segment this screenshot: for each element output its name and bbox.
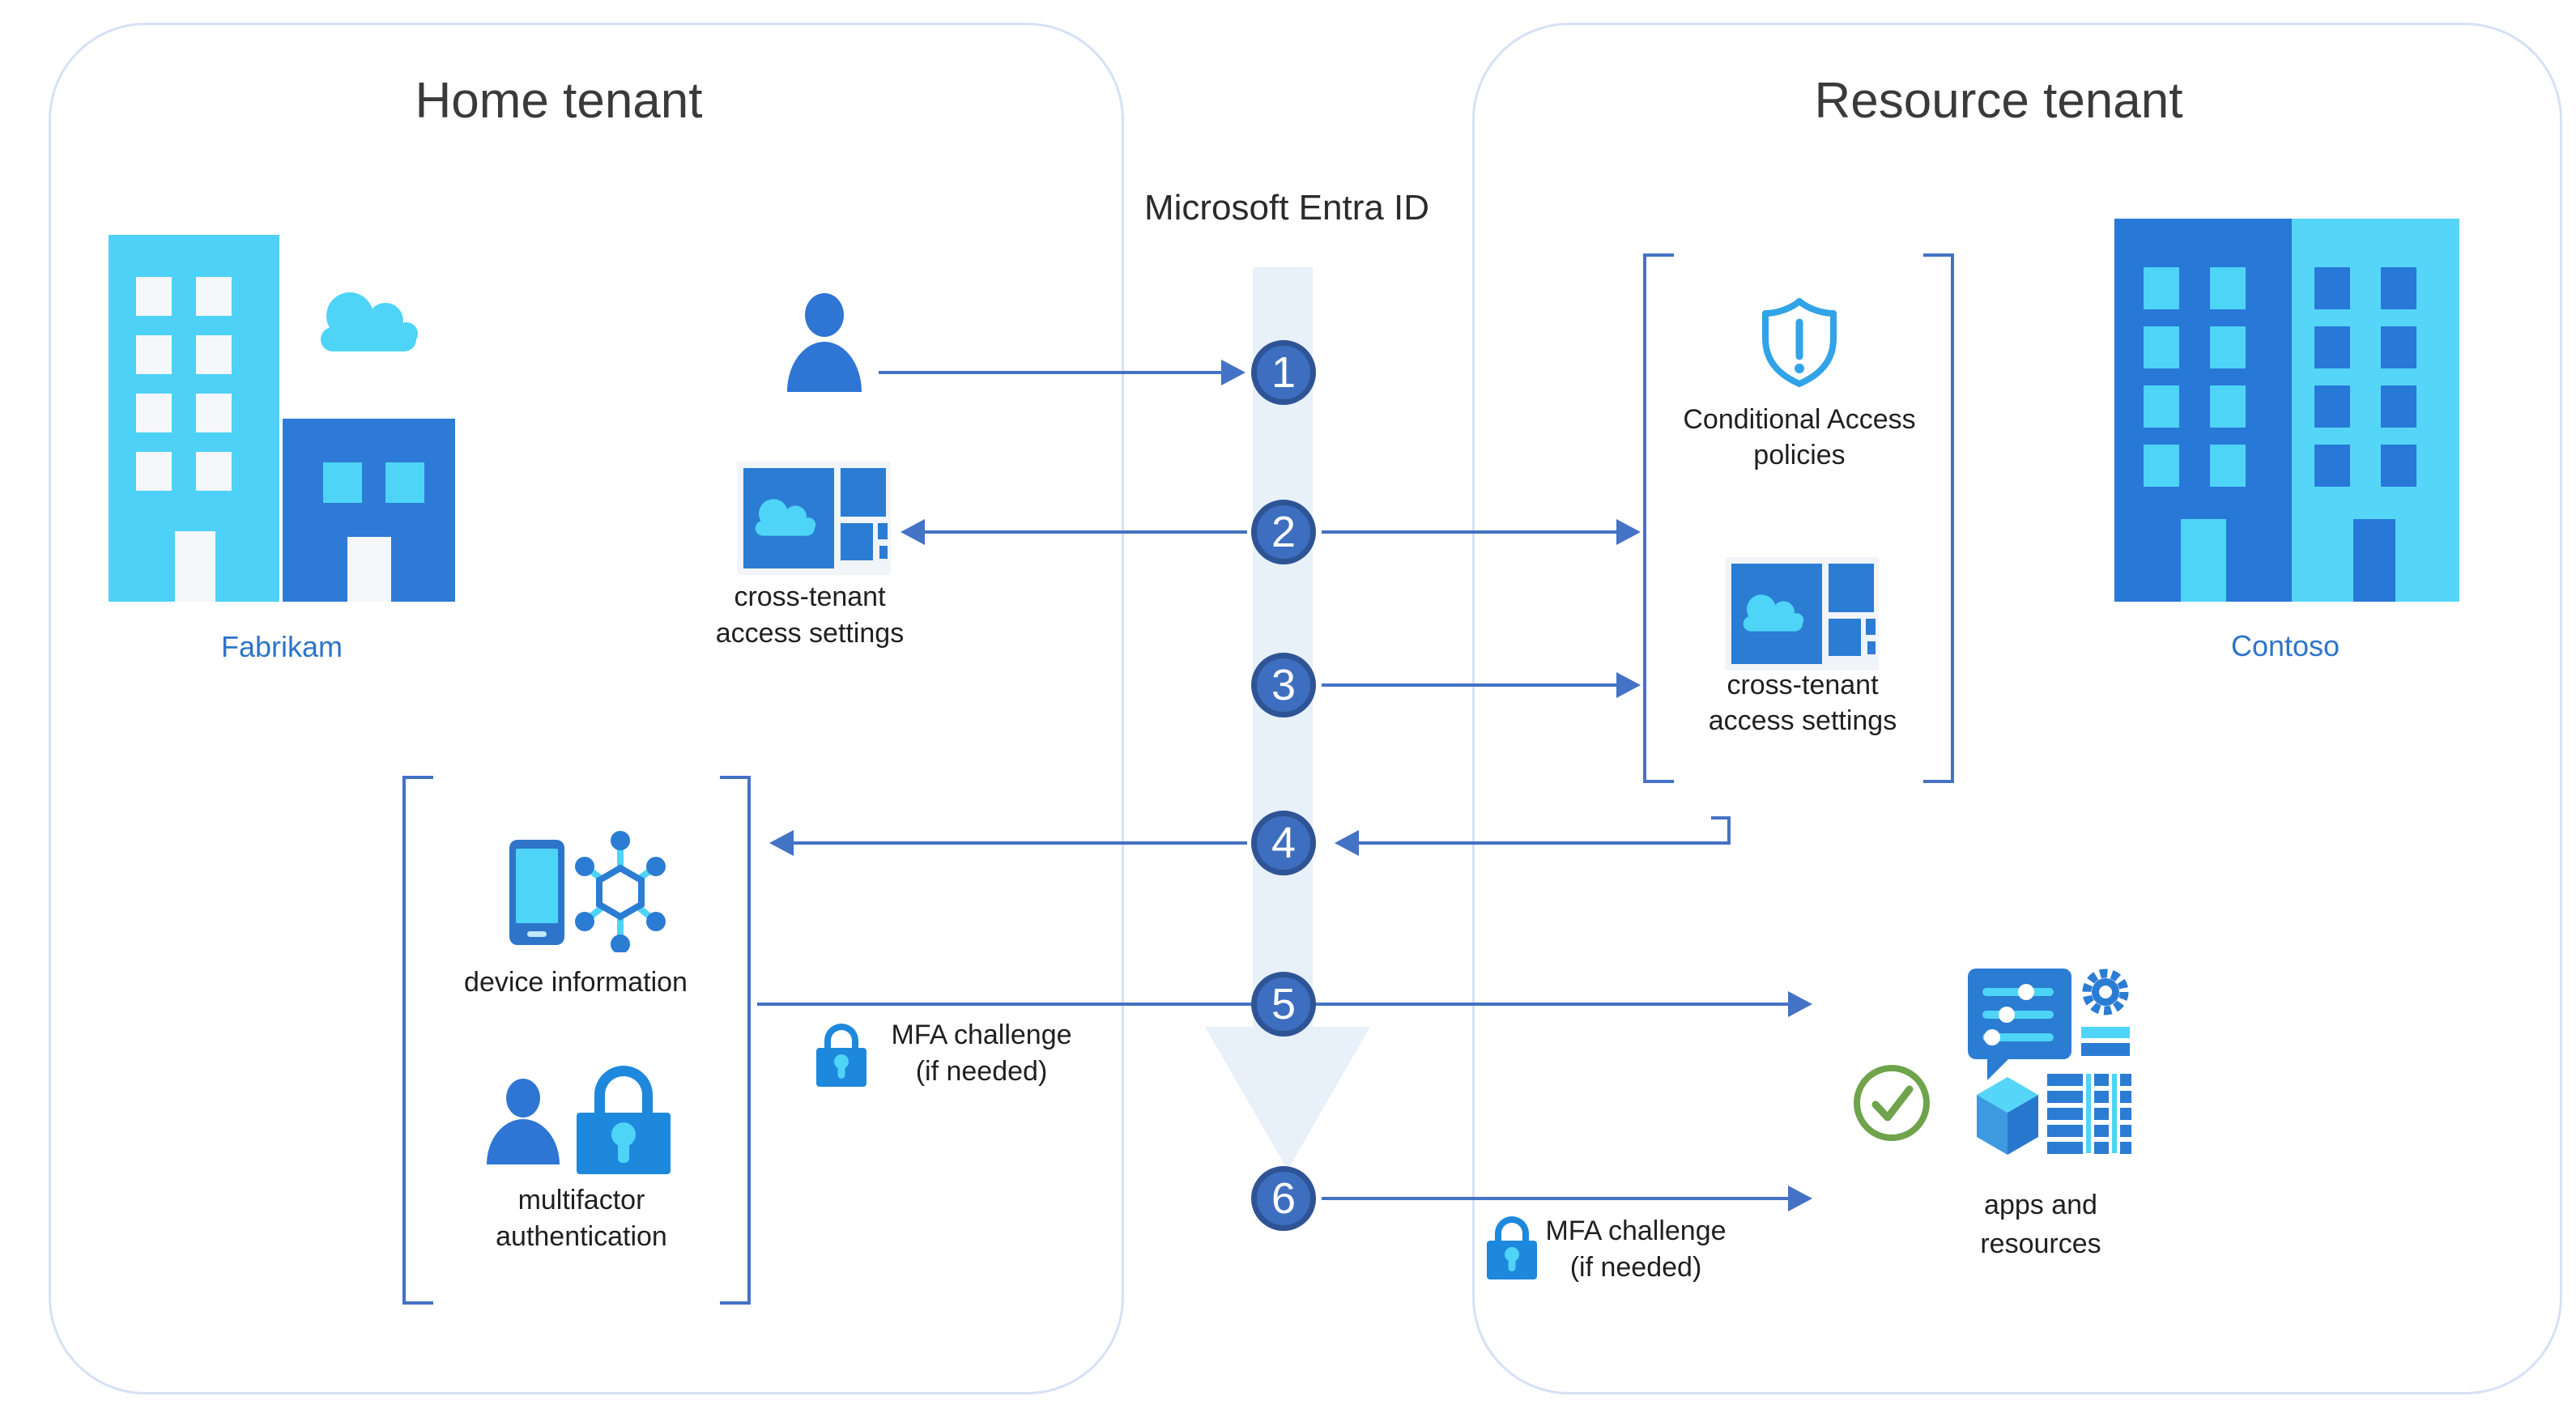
gear-icon (2082, 969, 2129, 1015)
entra-id-band-arrow-icon (1205, 1027, 1370, 1170)
cloud-icon (321, 292, 418, 351)
home-mfa-challenge-label-line1: MFA challenge (891, 1020, 1072, 1050)
conditional-access-shield-icon (1762, 298, 1837, 387)
multifactor-user-icon (487, 1079, 560, 1164)
device-information-label: device information (464, 967, 688, 998)
home-tenant-name: Fabrikam (220, 630, 343, 663)
resource-mfa-lock-icon (1487, 1216, 1537, 1279)
step-circle-1: 1 (1251, 340, 1316, 405)
resource-cross-tenant-label-line1: cross-tenant (1727, 670, 1879, 700)
multifactor-lock-icon (577, 1066, 671, 1174)
arrow-2-right-head-icon (1616, 519, 1641, 545)
fabrikam-small-building-icon (283, 419, 455, 602)
home-mfa-lock-icon (816, 1024, 866, 1087)
arrow-6-head-icon (1788, 1186, 1812, 1211)
resource-tenant-name: Contoso (2230, 629, 2340, 662)
resource-group-bracket-right (1923, 253, 1954, 783)
resource-cross-tenant-label-line2: access settings (1708, 705, 1897, 736)
contoso-building-light-icon (2292, 219, 2459, 602)
apps-resources-label-line1: apps and (1984, 1190, 2097, 1220)
cube-icon (1977, 1077, 2038, 1155)
multifactor-label-line2: authentication (496, 1221, 667, 1252)
arrow-2-right-line (1322, 530, 1616, 534)
step-circle-4: 4 (1251, 811, 1316, 875)
apps-resources-label-line2: resources (1980, 1228, 2101, 1259)
home-group-bracket-left (402, 776, 433, 1305)
resource-cross-tenant-settings-icon (1725, 557, 1879, 671)
resource-mfa-challenge-label-line2: (if needed) (1569, 1252, 1702, 1283)
contoso-building-dark-icon (2114, 219, 2292, 602)
conditional-access-label-line2: policies (1753, 440, 1846, 470)
home-group-bracket-right (720, 776, 751, 1305)
arrow-4-elbow-line (1727, 816, 1731, 845)
arrow-6-line (1322, 1197, 1788, 1200)
arrow-1-line (879, 371, 1221, 374)
resource-group-bracket-left (1643, 253, 1674, 783)
app-settings-bubble-icon (1968, 969, 2071, 1082)
step-circle-3: 3 (1251, 653, 1316, 717)
arrow-3-head-icon (1616, 672, 1641, 698)
resource-table-icon (2047, 1074, 2131, 1154)
user-icon (787, 293, 862, 392)
home-cross-tenant-settings-icon (737, 462, 891, 575)
arrow-4-right-line (1359, 841, 1731, 845)
arrow-2-left-head-icon (901, 519, 925, 545)
success-check-icon (1854, 1065, 1930, 1141)
resource-mfa-challenge-label-line1: MFA challenge (1545, 1216, 1727, 1246)
step-circle-6: 6 (1251, 1166, 1316, 1231)
multifactor-label-line1: multifactor (517, 1185, 645, 1216)
entra-id-label: Microsoft Entra ID (1143, 188, 1430, 228)
home-tenant-title: Home tenant (415, 73, 703, 129)
arrow-3-line (1322, 683, 1616, 687)
home-cross-tenant-label-line2: access settings (715, 618, 905, 649)
phone-icon (509, 840, 564, 945)
arrow-5-head-icon (1788, 991, 1812, 1017)
step-circle-5: 5 (1251, 972, 1316, 1037)
device-network-icon (575, 831, 666, 952)
fabrikam-building-icon (109, 235, 279, 602)
arrow-1-head-icon (1221, 360, 1245, 385)
arrow-4-left-head-icon (769, 830, 794, 856)
arrow-4-elbow-tick (1711, 816, 1731, 820)
home-cross-tenant-label-line1: cross-tenant (734, 581, 886, 612)
arrow-4-mid-head-icon (1335, 830, 1359, 856)
step-circle-2: 2 (1251, 500, 1316, 564)
arrow-2-left-line (925, 530, 1247, 534)
arrow-4-left-line (794, 841, 1247, 845)
home-mfa-challenge-label-line2: (if needed) (915, 1056, 1048, 1087)
resource-tenant-title: Resource tenant (1814, 73, 2183, 129)
conditional-access-label-line1: Conditional Access (1683, 404, 1916, 435)
